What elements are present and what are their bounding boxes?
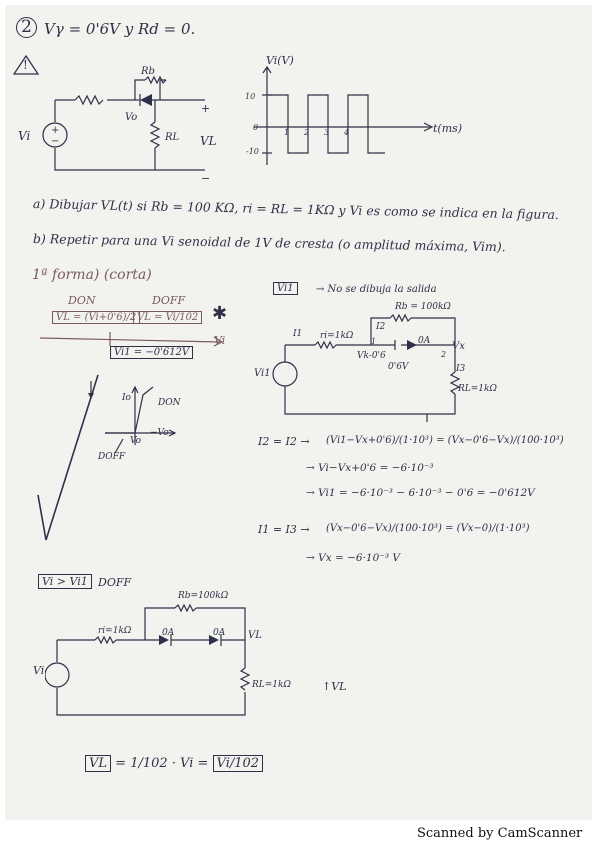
i2-label: I2: [376, 322, 386, 332]
ytick-10: 10: [245, 92, 255, 101]
oa2-label: 0A: [213, 628, 226, 638]
eq2-result: → Vx = −6·10⁻³ V: [306, 552, 400, 564]
oa1-label: 0A: [162, 628, 175, 638]
scanner-watermark: Scanned by CamScanner: [417, 826, 583, 841]
axis-vi-label: Vi: [214, 334, 226, 347]
minus-terminal: −: [201, 172, 210, 185]
i3-label: I3: [456, 364, 466, 374]
circuit-diagram-2: [272, 313, 461, 422]
vi-label: Vi: [18, 129, 30, 143]
star-mark: ✱: [212, 303, 228, 324]
source-minus: −: [51, 136, 59, 147]
axis-vo2-label: Vo: [130, 436, 142, 446]
circuit-diagram-3: [45, 603, 251, 716]
vl-node-label: VL: [248, 630, 262, 641]
don-label: DON: [68, 294, 96, 307]
note-box: Vi1: [273, 282, 298, 295]
axis-vo-label: −Vo: [150, 428, 169, 438]
vi3-label: Vi: [33, 664, 45, 677]
eq1-lhs: I2 = I2 →: [258, 435, 310, 448]
warning-icon: !: [12, 54, 40, 79]
note-text: → No se dibuja la salida: [316, 284, 437, 295]
vl3-label: ↑VL: [322, 680, 347, 693]
rb3-label: Rb=100kΩ: [178, 591, 229, 601]
vl-label: VL: [200, 134, 217, 148]
eq1-result: → Vi1 = −6·10⁻³ − 6·10⁻³ − 0'6 = −0'612V: [306, 487, 535, 499]
rb-label: Rb: [140, 66, 155, 77]
eq2-fraction: (Vx−0'6−Vx)/(100·10³) = (Vx−0)/(1·10³): [326, 523, 530, 534]
check-stroke: [37, 374, 99, 541]
rl-label: RL: [164, 132, 180, 143]
threshold-value: Vi1 = −0'612V: [110, 346, 194, 359]
xtick-1: 1: [284, 128, 289, 137]
oa-label: 0A: [418, 336, 431, 346]
eq1-step: → Vi−Vx+0'6 = −6·10⁻³: [306, 462, 434, 474]
vo-label: Vo: [125, 112, 137, 123]
rl3-label: RL=1kΩ: [252, 680, 291, 690]
xtick-3: 3: [324, 128, 329, 137]
i1-label: I1: [293, 329, 303, 339]
scanned-page: [5, 5, 592, 820]
rl2-label: RL=1kΩ: [458, 384, 497, 394]
formula-doff: VL = Vi/102: [133, 311, 203, 324]
method-title: 1ª forma) (corta): [32, 267, 152, 283]
threshold-axis: [40, 332, 224, 347]
xtick-4: 4: [343, 128, 349, 137]
eq1-fraction: (Vi1−Vx+0'6)/(1·10³) = (Vx−0'6−Vx)/(100·…: [326, 435, 564, 446]
plus-terminal: +: [201, 102, 210, 115]
graph-xlabel: t(ms): [433, 122, 462, 135]
doff-label: DOFF: [152, 294, 186, 307]
axis-io-label: Io: [122, 393, 131, 403]
node-2: 2: [441, 350, 447, 359]
final-formula: VL = 1/102 · Vi = Vi/102: [85, 755, 264, 772]
arrow-don-label: DON: [158, 398, 181, 408]
condition-label: Vi > Vi1: [38, 574, 92, 589]
formula-don: VL = (Vi+0'6)/2: [52, 311, 141, 324]
problem-number: 2: [16, 17, 37, 38]
problem-params: Vγ = 0'6V y Rd = 0.: [44, 20, 196, 38]
doff-state-label: DOFF: [98, 576, 132, 589]
ytick-neg10: -10: [246, 147, 259, 156]
rb2-label: Rb = 100kΩ: [395, 302, 451, 312]
arrow-doff-label: DOFF: [98, 452, 126, 462]
xtick-2: 2: [303, 128, 309, 137]
eq2-lhs: I1 = I3 →: [258, 523, 310, 536]
circuit-diagram-1: Rb Vo RL Vi + − VL + −: [18, 66, 217, 185]
node-1: 1: [371, 337, 377, 346]
vx-label: Vx: [452, 341, 465, 352]
ytick-0: 0: [253, 123, 258, 132]
v06-label: 0'6V: [388, 362, 409, 372]
ri3-label: ri=1kΩ: [98, 626, 132, 636]
source-plus: +: [51, 125, 59, 136]
vi1-source-label: Vi1: [254, 368, 271, 379]
graph-ylabel: Vi(V): [266, 55, 294, 67]
vk-label: Vk-0'6: [357, 351, 386, 361]
vi-waveform-graph: Vi(V) t(ms) 10 0 -10 1 2 3 4: [245, 55, 462, 165]
ri2-label: ri=1kΩ: [320, 331, 354, 341]
